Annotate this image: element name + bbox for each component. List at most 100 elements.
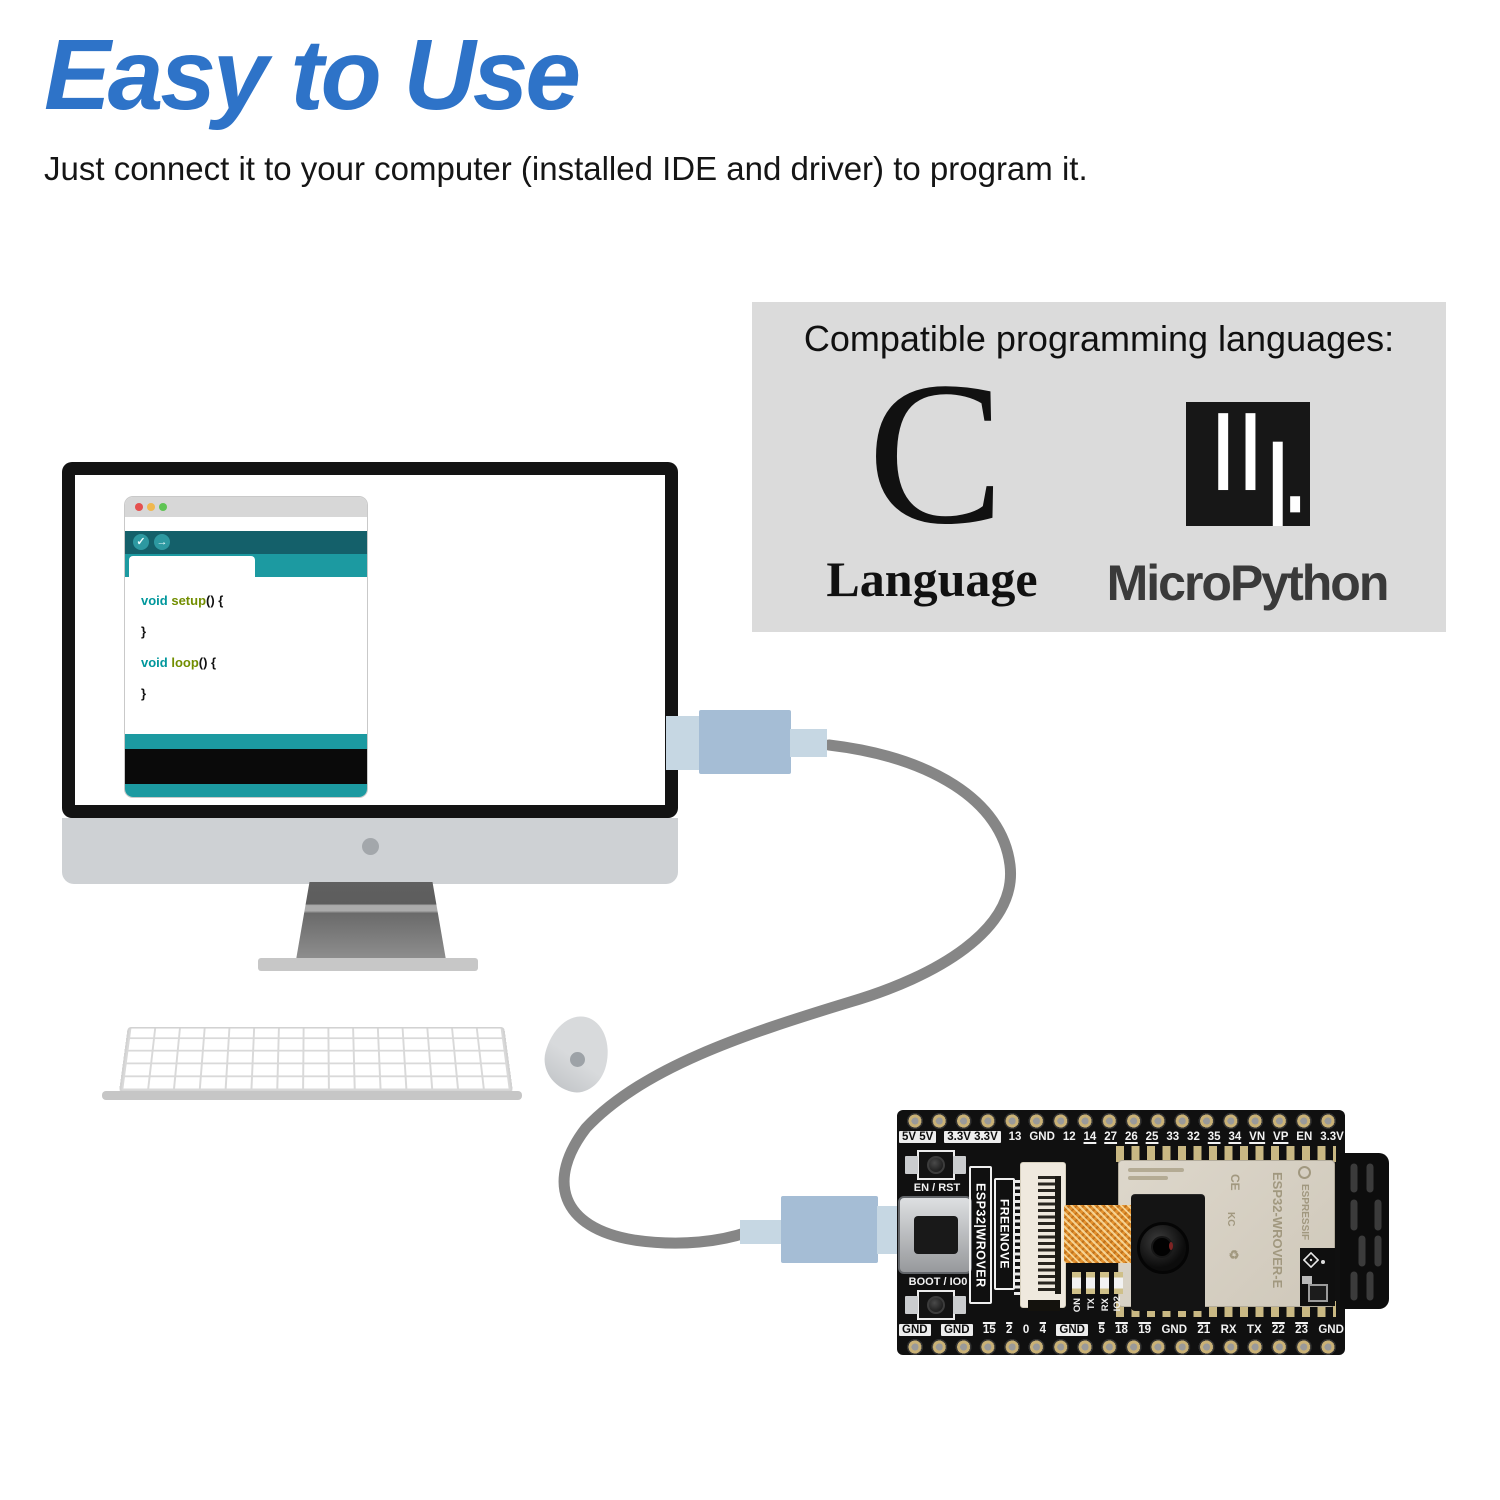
ide-code-area: void setup() { } void loop() { } — [125, 577, 367, 734]
pin-label: 4 — [1039, 1324, 1047, 1336]
top-pin-labels: 5V 5V 3.3V 3.3V 13 GND 12 14 27 26 25 33… — [899, 1129, 1344, 1145]
pin-label: GND — [1161, 1324, 1188, 1336]
module-cert-ce: CE — [1228, 1174, 1242, 1191]
pin-label: 15 — [982, 1324, 996, 1336]
c-language-label: Language — [826, 551, 1038, 607]
mouse-button-dot — [570, 1052, 585, 1067]
usb-plug-board-tail — [740, 1220, 784, 1244]
camera-lens-glint — [1169, 1242, 1173, 1250]
module-brand-text: ESPRESSIF — [1299, 1184, 1310, 1241]
pin-label: 27 — [1104, 1131, 1118, 1143]
fpc-latch-bar — [1055, 1176, 1061, 1294]
ide-sketch-tab — [129, 556, 255, 577]
monitor-stand-base — [258, 958, 478, 971]
usb-plug-monitor-body — [699, 710, 791, 774]
ide-toolbar: ✓ → — [125, 531, 367, 554]
micropython-logo-icon — [1186, 402, 1310, 526]
code-line-1: void setup() { — [141, 593, 224, 608]
keyboard-base-bar — [102, 1091, 522, 1100]
camera-flex-ribbon — [1064, 1205, 1134, 1263]
bottom-pin-header — [903, 1339, 1341, 1355]
pin-label: GND — [899, 1324, 931, 1336]
led-rx — [1100, 1272, 1109, 1294]
pin-label: 12 — [1062, 1131, 1076, 1143]
silk-model-text: ESP32|WROVER — [973, 1182, 988, 1288]
usb-plug-board-inner — [877, 1206, 900, 1254]
c-language-glyph: C — [867, 340, 1005, 567]
top-pin-header — [903, 1113, 1341, 1129]
pin-label: 32 — [1187, 1131, 1200, 1143]
module-print-line — [1128, 1168, 1184, 1172]
led-label: RX — [1100, 1298, 1111, 1312]
pin-label: TX — [1246, 1324, 1262, 1336]
usb-c-slot — [914, 1216, 958, 1254]
pin-label: 3.3V — [1320, 1131, 1344, 1143]
pin-label: 33 — [1166, 1131, 1180, 1143]
code-line-3: void loop() { — [141, 655, 217, 670]
usb-plug-board-body — [781, 1196, 878, 1263]
pin-label: 19 — [1138, 1324, 1152, 1336]
monitor-stand — [296, 882, 446, 960]
bottom-pin-labels: GND GND 15 2 0 4 GND 5 18 19 GND 21 RX T… — [899, 1322, 1344, 1338]
silk-brand-box: FREENOVE — [994, 1178, 1015, 1290]
fpc-tick-marks — [1014, 1180, 1021, 1296]
pin-label: 35 — [1207, 1131, 1221, 1143]
pin-label: 5 — [1098, 1324, 1105, 1336]
smd-component — [1302, 1276, 1312, 1284]
pin-label: 3.3V 3.3V — [944, 1131, 1001, 1143]
led-io2 — [1114, 1272, 1123, 1294]
led-on — [1072, 1272, 1081, 1294]
pin-label: 5V 5V — [899, 1131, 937, 1143]
minimize-icon — [147, 503, 155, 511]
led-label: ON — [1072, 1298, 1083, 1313]
module-name-text: ESP32-WROVER-E — [1270, 1172, 1285, 1289]
languages-panel-title: Compatible programming languages: — [803, 318, 1395, 359]
close-icon — [135, 503, 143, 511]
pin-label: GND — [1318, 1324, 1344, 1336]
upload-button-icon: → — [154, 534, 170, 550]
monitor-logo-icon — [362, 838, 379, 855]
pin-label: EN — [1296, 1131, 1313, 1143]
pin-label: 14 — [1083, 1131, 1097, 1143]
smd-ic — [1308, 1284, 1328, 1302]
pin-label: 13 — [1008, 1131, 1022, 1143]
maximize-icon — [159, 503, 167, 511]
esp32-wrover-board: 5V 5V 3.3V 3.3V 13 GND 12 14 27 26 25 33… — [897, 1110, 1393, 1356]
module-cert-recycle: ♻ — [1227, 1248, 1241, 1262]
pin-label: GND — [940, 1324, 973, 1336]
module-cert-kc: KC — [1225, 1212, 1236, 1227]
usb-plug-monitor-inner — [666, 716, 700, 770]
reset-button-cap — [927, 1156, 945, 1174]
arduino-ide-window: ✓ → void setup() { } void loop() { } — [125, 497, 367, 797]
page-title: Easy to Use — [44, 19, 581, 131]
led-label: TX — [1086, 1298, 1097, 1311]
led-tx — [1086, 1272, 1095, 1294]
ide-bottombar — [125, 784, 367, 797]
ide-menubar — [125, 517, 367, 531]
micropython-label: MicroPython — [1106, 555, 1390, 611]
keyboard — [118, 1026, 514, 1093]
boot-button-pad-left — [905, 1296, 918, 1314]
reset-button-label: EN / RST — [913, 1182, 961, 1194]
silk-model-box: ESP32|WROVER — [969, 1166, 992, 1304]
antenna-meander-pattern — [1350, 1163, 1382, 1301]
ide-statusbar — [125, 734, 367, 749]
pin-label: 21 — [1197, 1324, 1211, 1336]
boot-button-pad-right — [953, 1296, 966, 1314]
pin-label: VP — [1273, 1131, 1289, 1143]
reset-button-pad-right — [953, 1156, 966, 1174]
led-label: IO2 — [1112, 1296, 1123, 1312]
silk-brand-text: FREENOVE — [997, 1198, 1012, 1269]
pin-label: 0 — [1022, 1324, 1030, 1336]
pin-label: 26 — [1124, 1131, 1138, 1143]
ide-tabbar — [125, 554, 367, 577]
pin-label: 25 — [1145, 1131, 1159, 1143]
boot-button-cap — [927, 1296, 945, 1314]
pin-label: 23 — [1295, 1324, 1308, 1336]
languages-panel: Compatible programming languages: C Lang… — [752, 302, 1446, 632]
page-subtitle: Just connect it to your computer (instal… — [44, 150, 1088, 187]
freenove-cube-icon — [1303, 1252, 1319, 1268]
fiducial-dot — [1321, 1260, 1325, 1264]
ide-titlebar — [125, 497, 367, 517]
